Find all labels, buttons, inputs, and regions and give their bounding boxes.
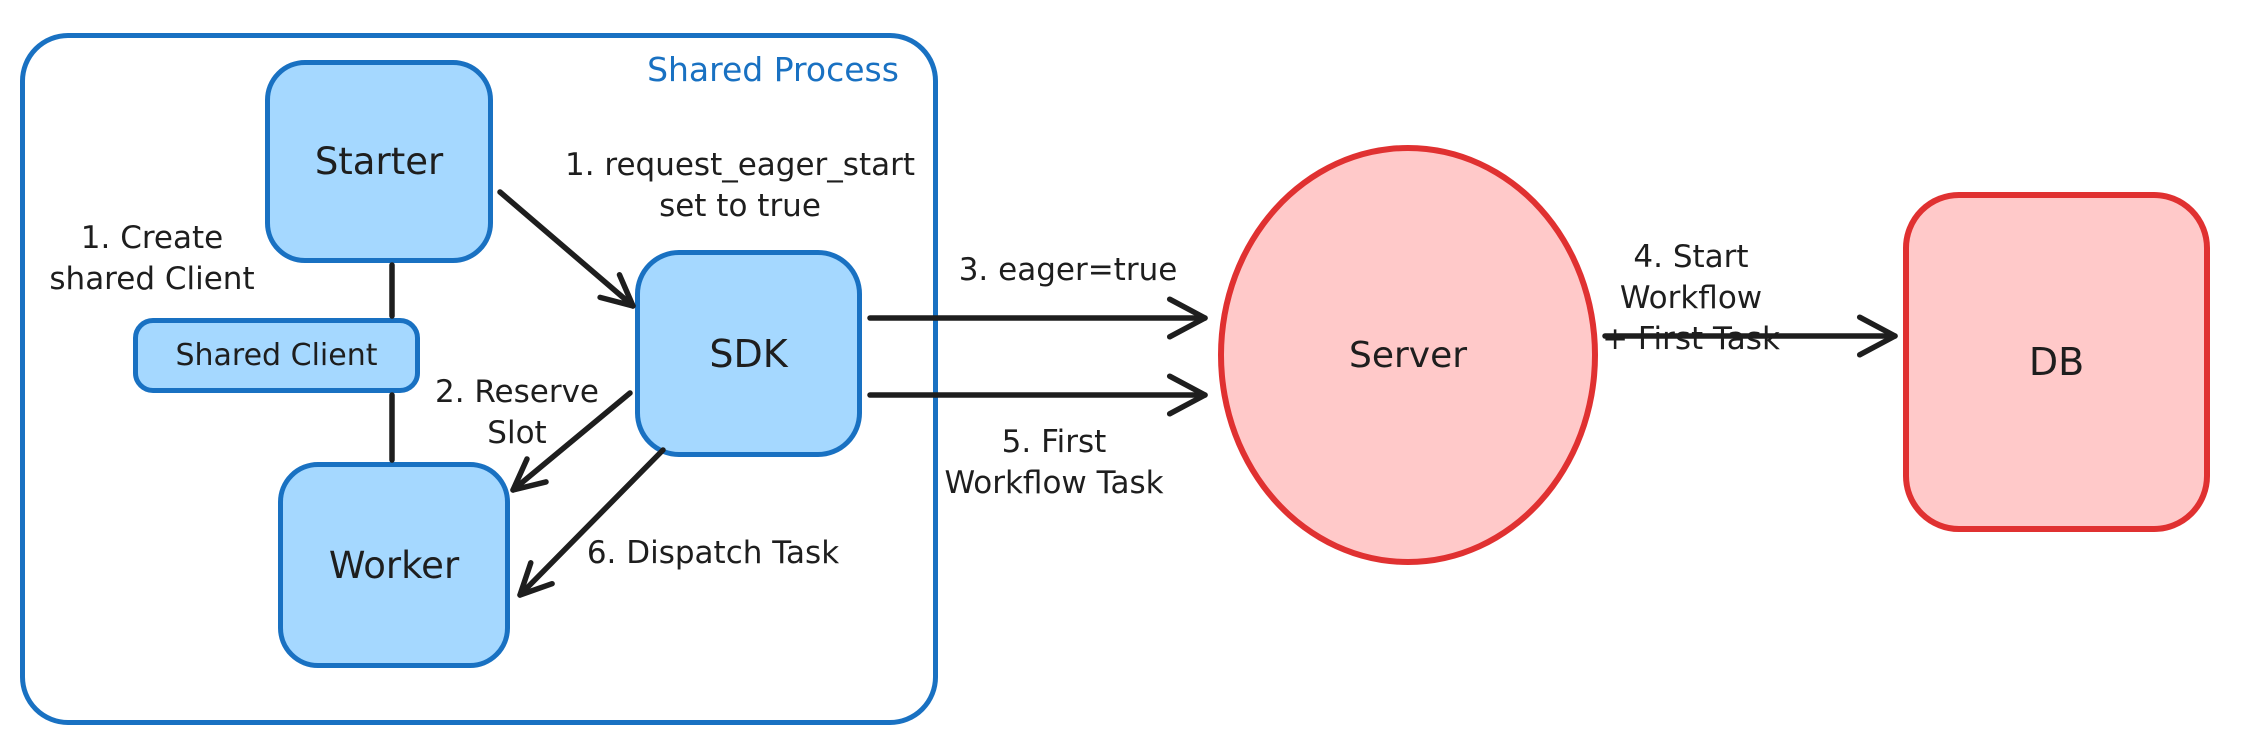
annotation-reserve-slot: 2. Reserve Slot bbox=[434, 374, 600, 451]
annotation-request-eager-start: 1. request_eager_start set to true bbox=[564, 147, 916, 224]
sdk-label: SDK bbox=[709, 331, 788, 376]
shared-client-label: Shared Client bbox=[175, 338, 378, 373]
annotation-eager-true: 3. eager=true bbox=[958, 252, 1178, 288]
starter-label: Starter bbox=[314, 140, 444, 183]
annotation-start-workflow-first-task: 4. Start Workflow + First Task bbox=[1602, 239, 1780, 357]
annotation-first-workflow-task: 5. First Workflow Task bbox=[944, 424, 1164, 501]
shared-process-container bbox=[20, 33, 938, 725]
server-node: Server bbox=[1218, 145, 1598, 565]
db-label: DB bbox=[2028, 340, 2085, 384]
starter-node: Starter bbox=[265, 60, 493, 263]
shared-client-node: Shared Client bbox=[133, 318, 420, 393]
sdk-node: SDK bbox=[635, 250, 862, 457]
annotation-create-shared-client: 1. Create shared Client bbox=[49, 220, 255, 297]
worker-label: Worker bbox=[328, 543, 460, 587]
server-label: Server bbox=[1348, 334, 1468, 376]
annotation-dispatch-task: 6. Dispatch Task bbox=[586, 535, 840, 571]
db-node: DB bbox=[1903, 192, 2210, 532]
shared-process-label: Shared Process bbox=[647, 50, 899, 89]
worker-node: Worker bbox=[278, 462, 510, 668]
